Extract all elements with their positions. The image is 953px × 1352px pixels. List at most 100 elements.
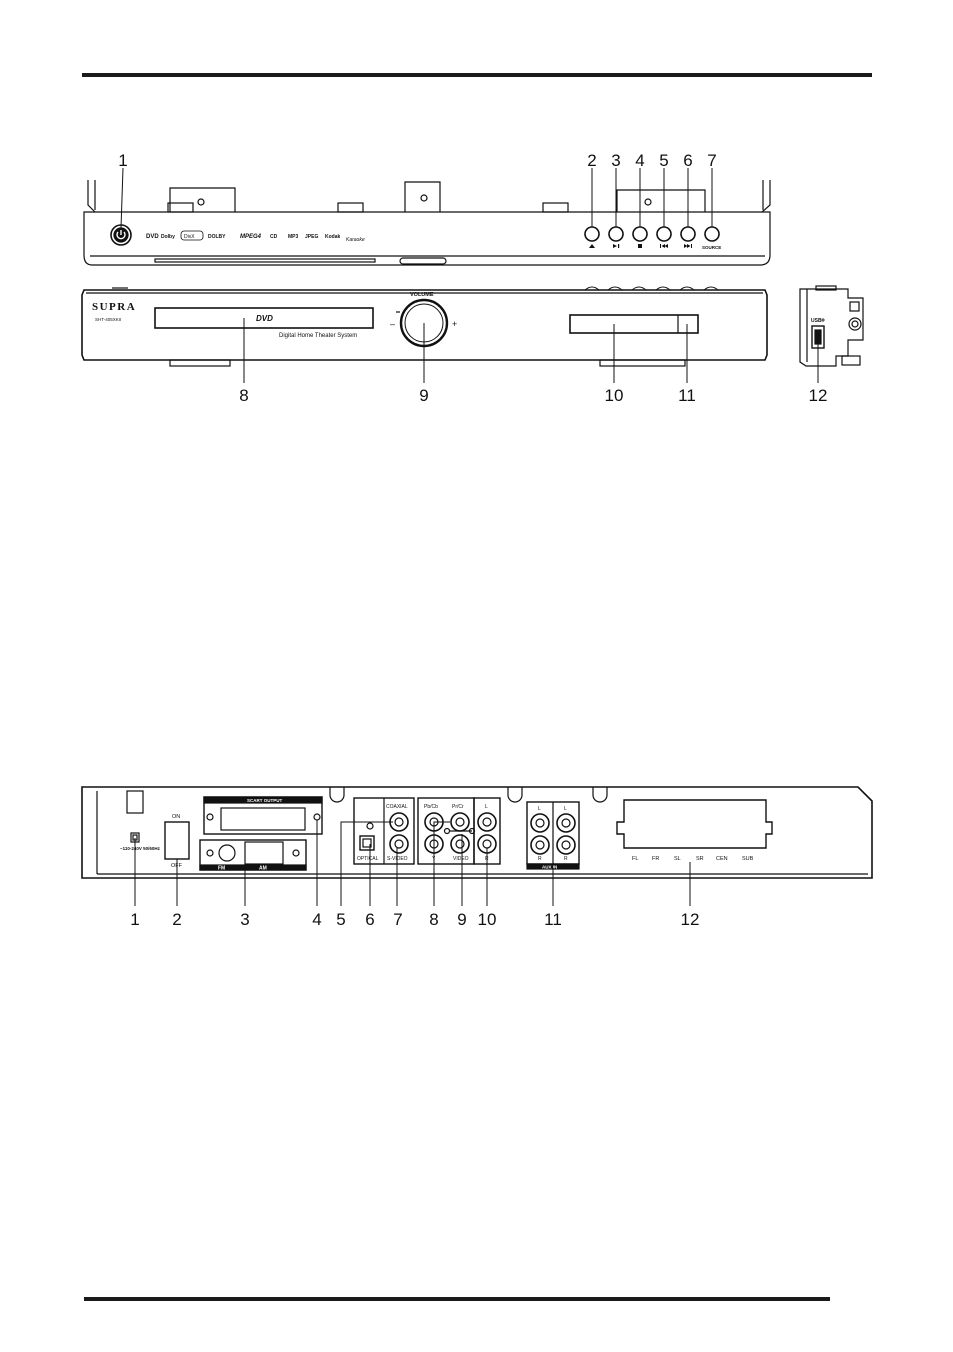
- logo-mpeg4: MPEG4: [240, 234, 262, 240]
- callout-front-1: 1: [118, 151, 127, 170]
- callout-rear-8: 8: [429, 910, 438, 929]
- aux-r2-label: R: [564, 856, 568, 862]
- callout-front-2: 2: [587, 151, 596, 170]
- callout-front-5: 5: [659, 151, 668, 170]
- rear-callout-lines: [134, 820, 691, 906]
- format-logos: DVD Dolby DivX DOLBY MPEG4 CD MP3 JPEG K…: [146, 230, 365, 243]
- callout-rear-1: 1: [130, 910, 139, 929]
- callout-rear-3: 3: [240, 910, 249, 929]
- volume-minus: –: [390, 319, 395, 329]
- aux-l2-label: L: [564, 806, 567, 812]
- logo-divx: DivX: [184, 234, 195, 240]
- am-label: AM: [259, 866, 267, 872]
- next-icon: [684, 244, 692, 248]
- front-callouts-bottom: [243, 318, 819, 383]
- video-jack[interactable]: [450, 834, 470, 854]
- disc-tray[interactable]: [154, 307, 374, 329]
- model-number: SHT-405XKII: [95, 317, 121, 322]
- fm-label: FM: [218, 866, 225, 872]
- audio-l-label: L: [485, 804, 488, 810]
- speaker-terminal-block[interactable]: [616, 799, 773, 849]
- front-buttons: [584, 226, 720, 242]
- aux-l1-jack[interactable]: [530, 813, 550, 833]
- usb-icon: [821, 318, 825, 322]
- speaker-fr: FR: [652, 856, 659, 862]
- speaker-fl: FL: [632, 856, 638, 862]
- pb-label: Pb/Cb: [424, 804, 438, 810]
- callout-rear-12: 12: [681, 910, 700, 929]
- logo-mp3: MP3: [288, 234, 299, 240]
- callout-front-10: 10: [605, 386, 624, 405]
- button-symbols: SOURCE: [589, 244, 721, 250]
- video-label: VIDEO: [453, 856, 469, 862]
- stop-button[interactable]: [632, 226, 648, 242]
- fm-antenna-jack[interactable]: [218, 844, 236, 862]
- volume-plus: +: [452, 319, 457, 329]
- scart-label: SCART OUTPUT: [247, 798, 282, 803]
- side-view: [799, 285, 864, 367]
- speaker-sub: SUB: [742, 856, 754, 862]
- source-label: SOURCE: [702, 245, 721, 250]
- aux-r2-jack[interactable]: [556, 835, 576, 855]
- power-rating: ~110-240V 50/60Hz: [120, 846, 161, 851]
- callout-rear-4: 4: [312, 910, 321, 929]
- logo-dolby: Dolby: [161, 234, 175, 240]
- callout-front-9: 9: [419, 386, 428, 405]
- stop-icon: [638, 244, 642, 248]
- audio-l-jack[interactable]: [477, 812, 497, 832]
- front-face-text: SUPRA SHT-405XKII DVD Digital Home Theat…: [92, 292, 457, 339]
- logo-kodak: Kodak: [325, 234, 341, 240]
- pr-jack[interactable]: [450, 812, 470, 832]
- optical-port[interactable]: [359, 835, 375, 851]
- logo-karaoke: Karaoke: [346, 237, 365, 243]
- callout-front-12: 12: [809, 386, 828, 405]
- coaxial-label: COAXIAL: [386, 804, 408, 810]
- speaker-sl: SL: [674, 856, 681, 862]
- source-button[interactable]: [704, 226, 720, 242]
- aux-r1-jack[interactable]: [530, 835, 550, 855]
- logo-dolby-digital: DOLBY: [208, 234, 226, 240]
- eject-icon: [589, 244, 595, 248]
- front-callouts-top: [120, 167, 713, 229]
- callout-rear-5: 5: [336, 910, 345, 929]
- aux-in-label: AUX IN: [542, 865, 557, 870]
- power-icon: [116, 230, 126, 240]
- brand-logo: SUPRA: [92, 301, 136, 313]
- play-pause-button[interactable]: [608, 226, 624, 242]
- pr-label: Pr/Cr: [452, 804, 464, 810]
- callout-rear-7: 7: [393, 910, 402, 929]
- play-pause-icon: [613, 244, 620, 248]
- callout-rear-11: 11: [544, 910, 562, 929]
- callout-rear-10: 10: [478, 910, 497, 929]
- callout-front-3: 3: [611, 151, 620, 170]
- volume-label: VOLUME: [410, 292, 434, 298]
- callout-front-4: 4: [635, 151, 644, 170]
- logo-jpeg: JPEG: [305, 234, 318, 240]
- prev-button[interactable]: [656, 226, 672, 242]
- callout-rear-6: 6: [365, 910, 374, 929]
- usb-label: USB: [811, 318, 822, 324]
- rear-panel: [81, 786, 873, 879]
- callout-front-6: 6: [683, 151, 692, 170]
- callout-front-11: 11: [678, 386, 696, 405]
- optical-label: OPTICAL: [357, 856, 379, 862]
- scart-connector[interactable]: [220, 807, 306, 831]
- speaker-sr: SR: [696, 856, 704, 862]
- power-switch[interactable]: [164, 821, 190, 860]
- next-button[interactable]: [680, 226, 696, 242]
- prev-icon: [660, 244, 668, 248]
- bottom-rule: [84, 1297, 830, 1301]
- eject-button[interactable]: [584, 226, 600, 242]
- logo-dvd: DVD: [146, 234, 159, 240]
- callout-front-7: 7: [707, 151, 716, 170]
- callout-rear-2: 2: [172, 910, 181, 929]
- tray-dvd-logo: DVD: [256, 314, 273, 323]
- am-antenna-terminal[interactable]: [244, 841, 284, 865]
- logo-cd: CD: [270, 234, 278, 240]
- panel-caption: Digital Home Theater System: [279, 333, 357, 339]
- switch-on-label: ON: [172, 814, 180, 820]
- speaker-cen: CEN: [716, 856, 728, 862]
- svideo-jack[interactable]: [389, 834, 409, 854]
- aux-l2-jack[interactable]: [556, 813, 576, 833]
